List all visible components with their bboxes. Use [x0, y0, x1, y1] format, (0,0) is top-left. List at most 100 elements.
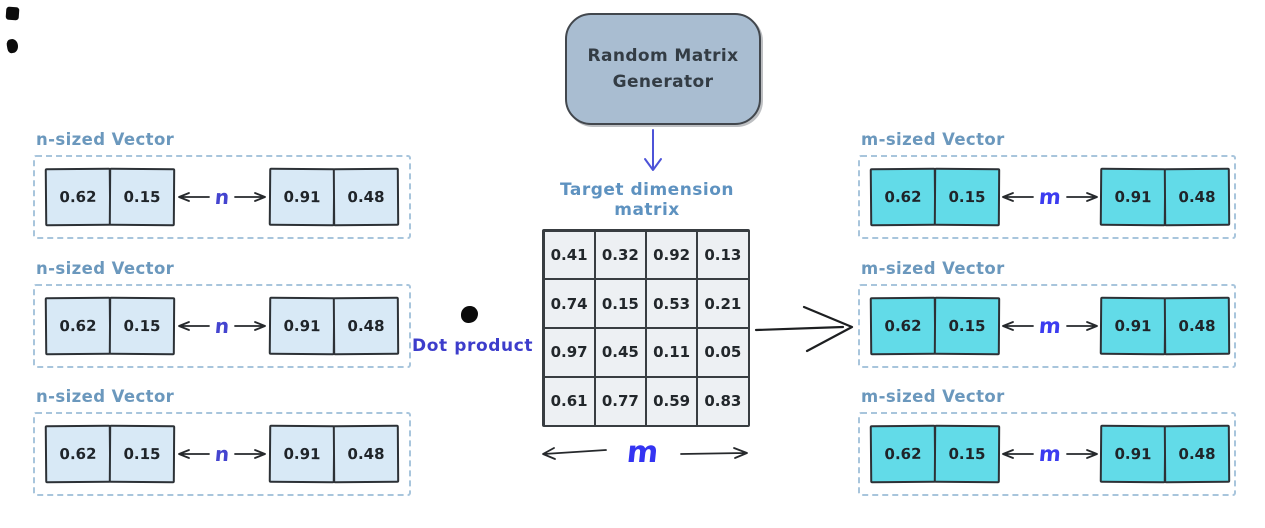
vector-cell: 0.62 [44, 296, 112, 356]
m-vector-panel-2: m-sized Vector 0.62 0.15 m 0.91 0.48 [858, 259, 1236, 368]
vector-cells: 0.91 0.48 [1099, 167, 1231, 227]
n-vector-panel-2: n-sized Vector 0.62 0.15 n 0.91 0.48 [33, 259, 411, 368]
left-arrow-icon [1002, 192, 1034, 202]
vector-title: n-sized Vector [36, 130, 175, 149]
right-arrow-icon [234, 321, 267, 331]
dimension-indicator: m [1000, 184, 1100, 209]
vector-dashed-box: 0.62 0.15 m 0.91 0.48 [858, 155, 1236, 239]
matrix-cell: 0.97 [544, 329, 594, 376]
stray-mark-icon [5, 6, 20, 21]
vector-cell: 0.15 [108, 296, 176, 356]
matrix-width-indicator: m [540, 435, 750, 470]
dimension-letter: n [213, 314, 231, 338]
matrix-cell: 0.15 [595, 280, 645, 327]
vector-cell: 0.91 [268, 424, 336, 484]
dimension-indicator: m [1000, 441, 1100, 466]
vector-cell: 0.62 [869, 296, 937, 356]
vector-dashed-box: 0.62 0.15 n 0.91 0.48 [33, 412, 411, 496]
vector-cell: 0.15 [933, 296, 1001, 356]
vector-cell: 0.48 [332, 167, 400, 227]
vector-cells: 0.91 0.48 [1099, 424, 1231, 484]
vector-cell: 0.48 [1163, 296, 1231, 356]
dimension-letter: m [1037, 184, 1062, 209]
dimension-indicator: n [175, 314, 269, 338]
vector-cells: 0.91 0.48 [268, 424, 400, 484]
matrix-title: Target dimension matrix [559, 180, 735, 220]
right-arrow-icon [1065, 321, 1098, 331]
vector-title: m-sized Vector [861, 130, 1005, 149]
left-arrow-icon [177, 449, 210, 459]
matrix-cell: 0.45 [595, 329, 645, 376]
vector-cells: 0.62 0.15 [869, 167, 1001, 227]
vector-cells: 0.62 0.15 [869, 424, 1001, 484]
vector-cell: 0.48 [1163, 424, 1231, 484]
matrix-cell: 0.11 [647, 329, 697, 376]
vector-dashed-box: 0.62 0.15 n 0.91 0.48 [33, 284, 411, 368]
vector-cell: 0.48 [1163, 167, 1231, 227]
generator-label-line1: Random Matrix [587, 45, 739, 66]
vector-cell: 0.48 [332, 424, 400, 484]
matrix-cell: 0.32 [595, 231, 645, 279]
dimension-letter: m [1037, 441, 1062, 466]
m-vector-panel-1: m-sized Vector 0.62 0.15 m 0.91 0.48 [858, 130, 1236, 239]
dimension-letter: m [1037, 313, 1062, 338]
vector-cells: 0.91 0.48 [1099, 296, 1231, 356]
vector-cells: 0.62 0.15 [44, 424, 176, 484]
right-arrow-icon [234, 449, 267, 459]
vector-cell: 0.91 [1099, 167, 1167, 227]
vector-cell: 0.91 [1099, 424, 1167, 484]
m-vector-panel-3: m-sized Vector 0.62 0.15 m 0.91 0.48 [858, 387, 1236, 496]
vector-title: m-sized Vector [861, 259, 1005, 278]
vector-cell: 0.48 [332, 296, 400, 356]
vector-dashed-box: 0.62 0.15 m 0.91 0.48 [858, 412, 1236, 496]
vector-cells: 0.91 0.48 [268, 167, 400, 227]
vector-cell: 0.62 [869, 167, 937, 227]
left-arrow-icon [1002, 321, 1034, 331]
left-arrow-icon [1002, 449, 1034, 459]
n-vector-panel-1: n-sized Vector 0.62 0.15 n 0.91 0.48 [33, 130, 411, 239]
vector-title: n-sized Vector [36, 259, 175, 278]
left-arrow-icon [542, 447, 607, 460]
matrix-cell: 0.59 [647, 377, 697, 425]
matrix-cell: 0.83 [698, 377, 748, 425]
vector-cell: 0.15 [933, 167, 1001, 227]
vector-cells: 0.91 0.48 [268, 296, 400, 356]
right-arrow-icon [680, 447, 748, 459]
vector-dashed-box: 0.62 0.15 n 0.91 0.48 [33, 155, 411, 239]
vector-dashed-box: 0.62 0.15 m 0.91 0.48 [858, 284, 1236, 368]
vector-cell: 0.62 [869, 424, 937, 484]
n-vector-panel-3: n-sized Vector 0.62 0.15 n 0.91 0.48 [33, 387, 411, 496]
dimension-m-label: m [625, 435, 661, 470]
dot-product-dot-icon [461, 306, 478, 323]
vector-cell: 0.62 [44, 167, 112, 227]
down-arrow-icon [644, 129, 662, 171]
dimension-letter: n [213, 185, 231, 209]
dimension-indicator: n [175, 442, 269, 466]
vector-cell: 0.91 [268, 296, 336, 356]
right-arrow-icon [1065, 192, 1098, 202]
matrix-cell: 0.05 [698, 329, 748, 376]
vector-cell: 0.15 [933, 424, 1001, 484]
vector-cell: 0.91 [268, 167, 336, 227]
stray-mark-icon [5, 38, 20, 54]
matrix-cell: 0.21 [698, 280, 748, 327]
target-dimension-matrix: 0.41 0.32 0.92 0.13 0.74 0.15 0.53 0.21 … [542, 229, 750, 427]
matrix-cell: 0.41 [544, 231, 594, 279]
dot-product-label: Dot product [412, 336, 534, 356]
matrix-cell: 0.77 [595, 377, 645, 425]
vector-cells: 0.62 0.15 [44, 167, 176, 227]
vector-cells: 0.62 0.15 [869, 296, 1001, 356]
left-arrow-icon [177, 321, 210, 331]
right-arrow-icon [234, 192, 267, 202]
dimension-indicator: m [1000, 313, 1100, 338]
vector-title: n-sized Vector [36, 387, 175, 406]
right-arrow-icon [1065, 449, 1098, 459]
matrix-cell: 0.53 [647, 280, 697, 327]
generator-label-line2: Generator [612, 72, 714, 92]
random-matrix-generator-node: Random Matrix Generator [565, 13, 761, 125]
dimension-letter: n [213, 442, 231, 466]
vector-cell: 0.15 [108, 167, 176, 227]
dimension-indicator: n [175, 185, 269, 209]
matrix-cell: 0.74 [544, 280, 594, 327]
